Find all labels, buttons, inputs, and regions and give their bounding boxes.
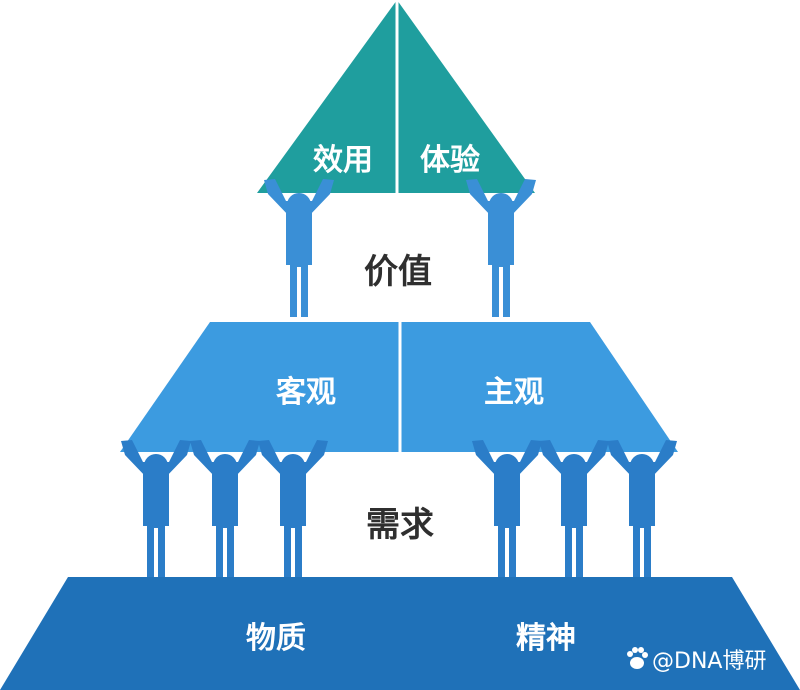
- watermark-text: @DNA博研: [652, 649, 766, 674]
- middle-left-label: 客观: [276, 375, 336, 410]
- person-figure: [607, 440, 677, 578]
- value-label: 价值: [364, 252, 432, 292]
- watermark: @DNA博研: [627, 647, 766, 674]
- person-figure: [472, 440, 542, 578]
- person-figure: [121, 440, 191, 578]
- base-left-label: 物质: [246, 621, 306, 656]
- person-figure: [466, 179, 536, 317]
- person-figure: [258, 440, 328, 578]
- paw-icon: [627, 647, 648, 669]
- person-figure: [539, 440, 609, 578]
- apex-right-label: 体验: [420, 143, 480, 178]
- apex-left-label: 效用: [313, 143, 373, 178]
- need-label: 需求: [366, 505, 434, 545]
- base-right-label: 精神: [516, 621, 576, 656]
- middle-right-label: 主观: [484, 375, 544, 410]
- base-trapezoid: [0, 577, 800, 690]
- person-figure: [264, 179, 334, 317]
- person-figure: [190, 440, 260, 578]
